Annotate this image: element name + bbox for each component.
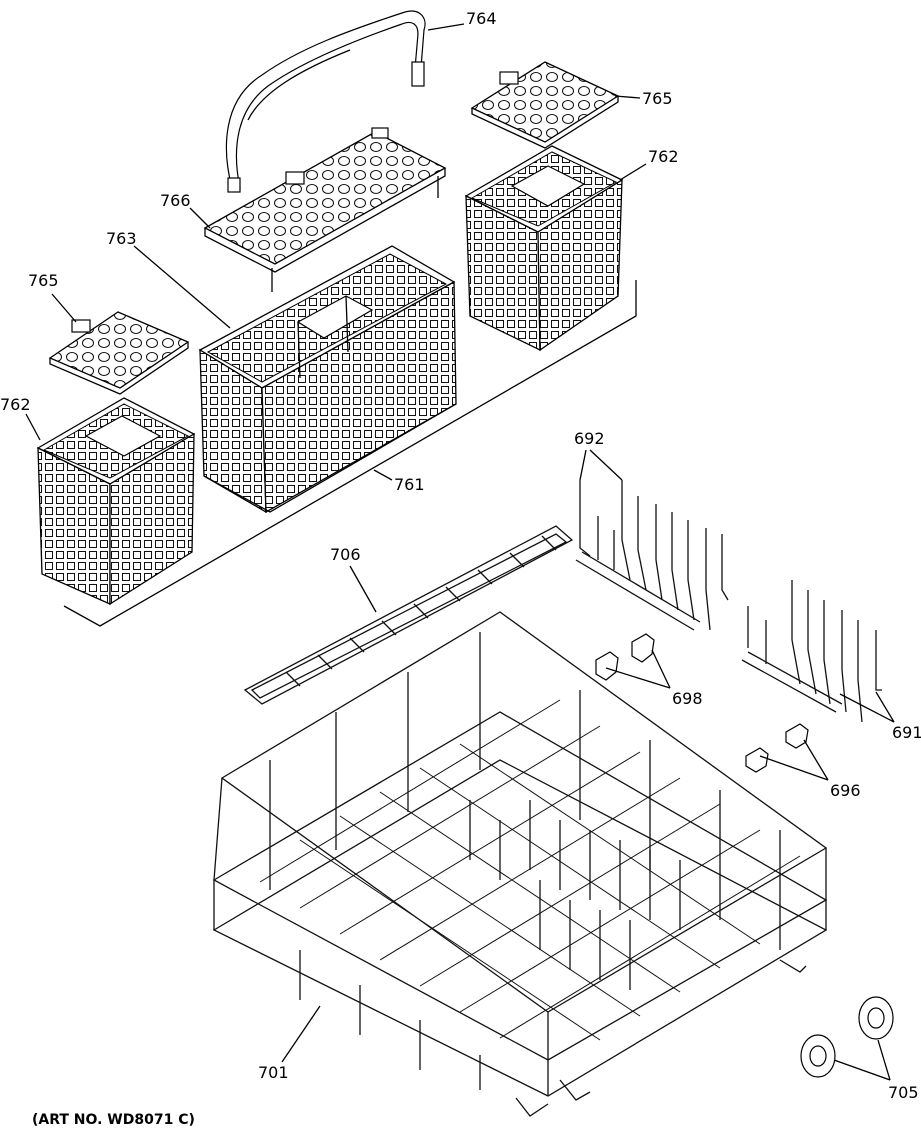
callout-691: 691	[892, 723, 921, 742]
rack-clips-698	[595, 633, 655, 681]
callout-692: 692	[574, 429, 605, 448]
callout-766: 766	[160, 191, 191, 210]
basket-lid-766	[203, 127, 447, 292]
tine-row-692	[575, 480, 729, 631]
callout-765-right: 765	[642, 89, 673, 108]
lower-rack-701	[212, 611, 828, 1117]
callout-705: 705	[888, 1083, 919, 1102]
cup-shelf-706	[243, 525, 574, 705]
rack-wheels-705	[800, 996, 894, 1078]
small-lid-765-right	[470, 61, 620, 149]
callout-701: 701	[258, 1063, 289, 1082]
callout-696: 696	[830, 781, 861, 800]
small-basket-762-left	[36, 397, 196, 606]
small-basket-762-right	[464, 145, 624, 352]
callout-762-right: 762	[648, 147, 679, 166]
basket-handle-764	[225, 10, 426, 193]
callout-698: 698	[672, 689, 703, 708]
callout-764: 764	[466, 9, 497, 28]
tine-row-691	[741, 580, 882, 723]
callout-761: 761	[394, 475, 425, 494]
basket-assembly-bracket	[63, 280, 637, 627]
callout-765-left: 765	[28, 271, 59, 290]
callout-762-left: 762	[0, 395, 31, 414]
rack-clips-696	[745, 723, 809, 773]
leader-lines	[25, 23, 895, 1081]
large-basket-763	[198, 245, 457, 514]
callout-763: 763	[106, 229, 137, 248]
callout-706: 706	[330, 545, 361, 564]
art-number: (ART NO. WD8071 C)	[32, 1112, 195, 1128]
small-lid-765-left	[48, 311, 190, 395]
